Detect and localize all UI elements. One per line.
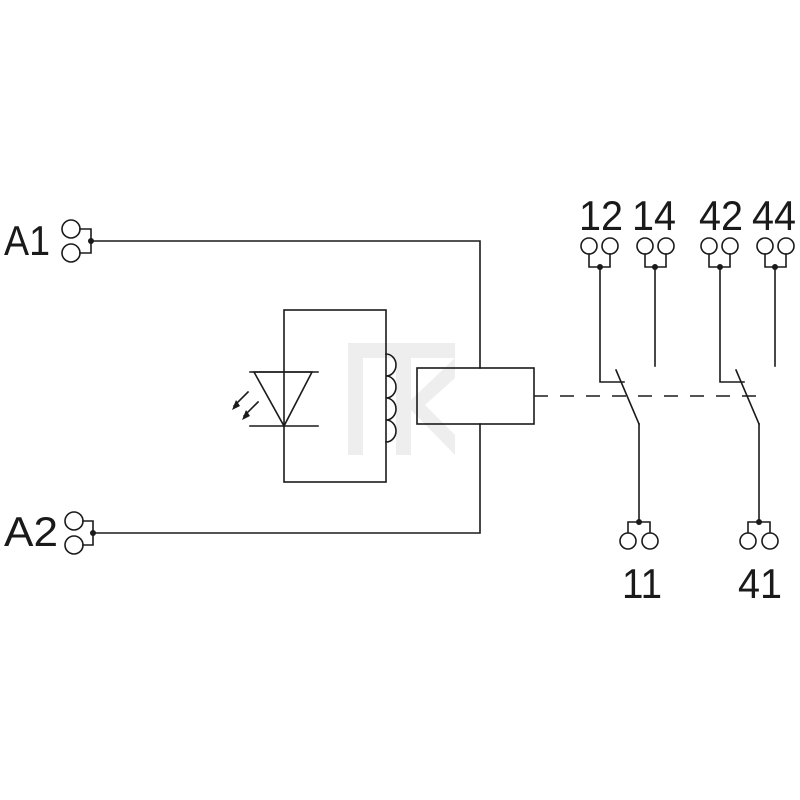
terminal-42-label: 42 [699,192,743,239]
coil-supply-wiring [90,240,481,534]
terminal-12-label: 12 [579,192,623,239]
contact-set-1 [580,237,675,550]
terminal-a1-label: A1 [4,217,50,264]
indicator-coil-block [283,309,387,483]
brand-watermark-logo [348,343,455,455]
relay-coil-icon [385,353,397,443]
terminal-14-label: 14 [632,192,676,239]
terminal-44-label: 44 [752,192,796,239]
led-indicator-icon [232,371,319,428]
terminal-11-label: 11 [622,560,662,607]
terminal-a1: A1 [4,217,94,264]
terminal-a2-label: A2 [4,508,58,555]
terminal-41-label: 41 [738,560,782,607]
contact-set-4 [700,237,795,550]
terminal-a2: A2 [4,508,96,555]
